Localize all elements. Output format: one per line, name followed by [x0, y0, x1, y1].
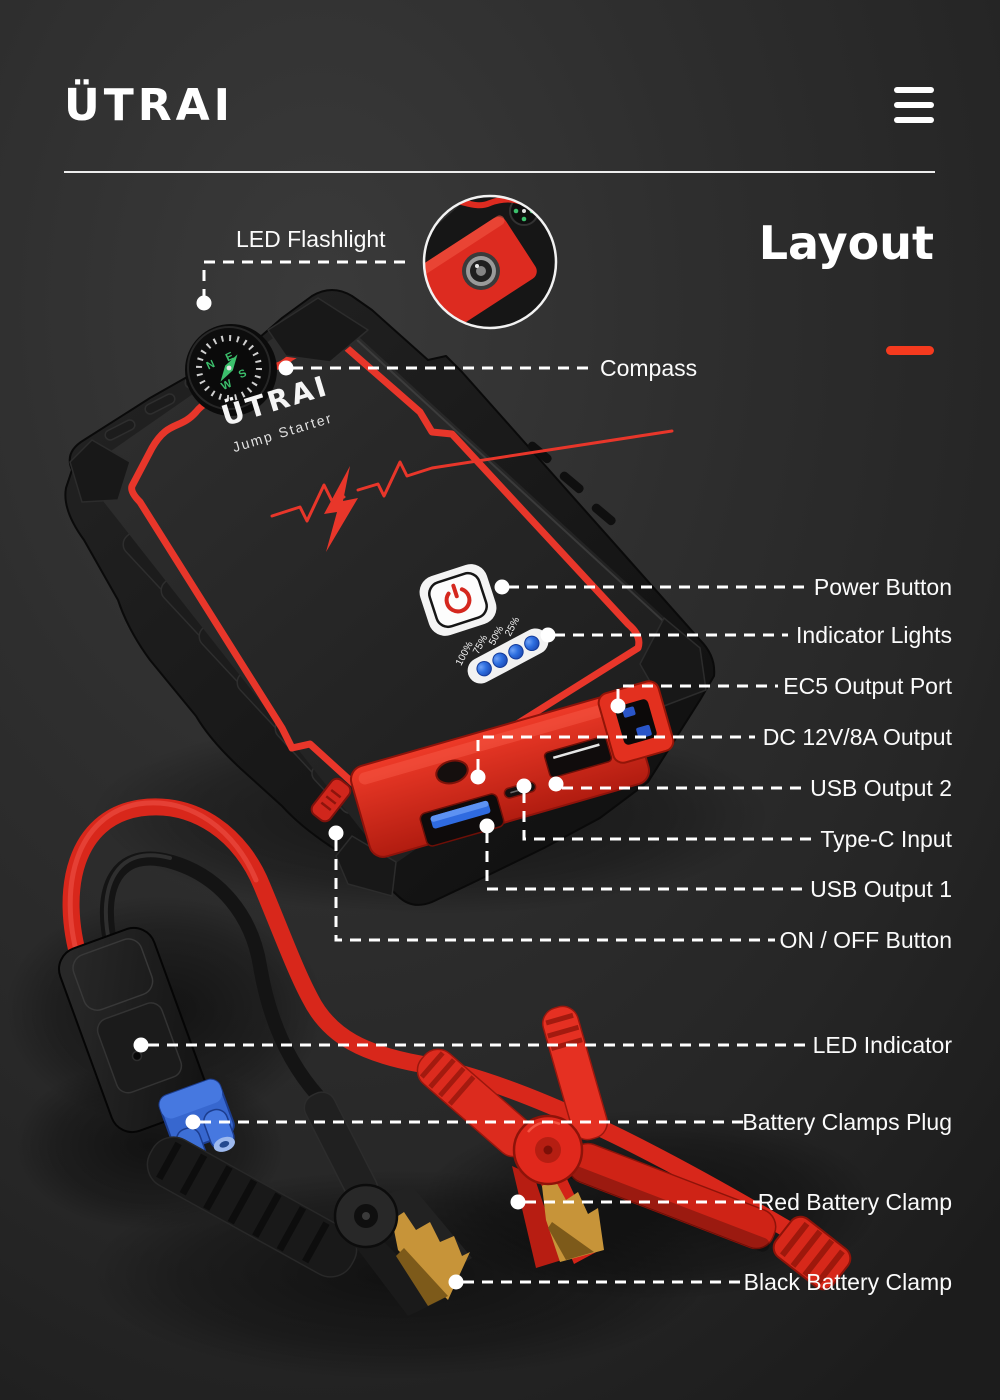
callout-dots [133, 295, 626, 1290]
red-cable [62, 798, 801, 1241]
callout-led-flashlight: LED Flashlight [236, 226, 386, 252]
svg-text:S: S [237, 367, 249, 381]
title-accent-dash [886, 346, 934, 355]
menu-bar [894, 87, 934, 93]
bolt-icon [324, 466, 358, 552]
callout-usb-output-1: USB Output 1 [810, 876, 952, 902]
callout-lines [148, 260, 816, 1284]
black-battery-clamp [146, 1091, 472, 1316]
callout-battery-clamps-plug: Battery Clamps Plug [742, 1109, 952, 1135]
line-ec5 [616, 684, 778, 700]
usb-port-1 [419, 793, 505, 847]
callout-compass: Compass [600, 355, 698, 381]
line-dc [476, 735, 755, 770]
black-cable [99, 851, 325, 1103]
on-off-button [310, 777, 352, 823]
compass: E S W N [185, 324, 277, 416]
callout-dc-output: DC 12V/8A Output [762, 724, 952, 750]
led-indicator-dot [131, 1050, 143, 1062]
callout-red-battery-clamp: Red Battery Clamp [757, 1189, 952, 1215]
line-typec [522, 792, 816, 841]
dc-output-port [435, 759, 469, 785]
callout-led-indicator: LED Indicator [812, 1032, 952, 1058]
callout-usb-output-2: USB Output 2 [810, 775, 952, 801]
svg-text:E: E [224, 350, 236, 364]
header-divider [64, 171, 935, 173]
flashlight-inset [422, 194, 558, 330]
hamburger-icon[interactable] [894, 87, 934, 132]
callout-ec5-output-port: EC5 Output Port [783, 673, 952, 699]
power-icon [444, 583, 472, 614]
ports-panel [349, 680, 675, 858]
line-usb1 [485, 832, 806, 891]
indicator-lights: 100% 75% 50% 25% [454, 615, 549, 684]
menu-bar [894, 102, 934, 108]
line-onoff [334, 840, 775, 942]
power-button [419, 564, 497, 636]
line-led-flashlight [202, 260, 410, 300]
corner-bumpers [69, 297, 707, 897]
callout-power-button: Power Button [813, 574, 952, 600]
usb-port-2 [543, 735, 613, 779]
menu-bar [894, 117, 934, 123]
jump-starter-device: E S W N ÜTRAI Jump Starter [64, 289, 716, 906]
brand-logo: ÜTRAI [64, 80, 235, 131]
callout-black-battery-clamp: Black Battery Clamp [743, 1269, 952, 1295]
red-battery-clamp [416, 1005, 852, 1291]
page-title: Layout [758, 216, 934, 270]
callout-on-off-button: ON / OFF Button [779, 927, 952, 953]
battery-clamps-plug-block [58, 926, 235, 1171]
callout-type-c-input: Type-C Input [820, 826, 952, 852]
callout-indicator-lights: Indicator Lights [796, 622, 952, 648]
